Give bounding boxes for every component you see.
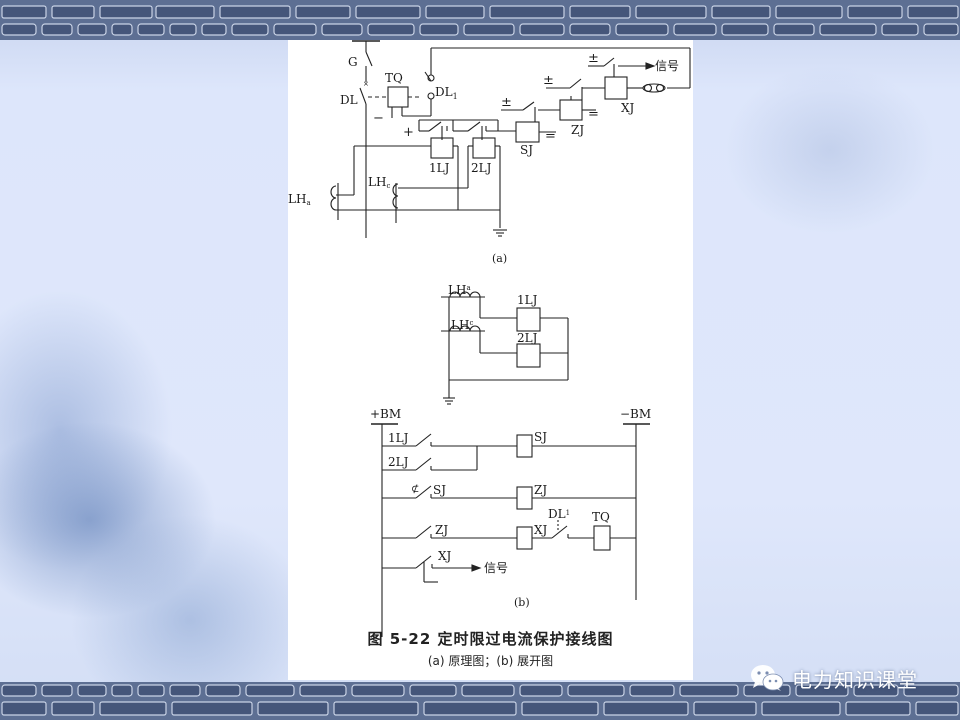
brick-border-top xyxy=(0,0,960,40)
watermark-text: 电力知识课堂 xyxy=(792,667,918,692)
label-rung2-zj: ZJ xyxy=(534,483,547,497)
label-1lj: 1LJ xyxy=(429,161,450,175)
label-eq-sj: = xyxy=(545,129,556,144)
label-tq: TQ xyxy=(385,71,403,85)
label-rung4-signal: 信号 xyxy=(484,561,508,575)
sublabel-a: (a) xyxy=(492,252,507,265)
sublabel-b: (b) xyxy=(514,596,530,609)
label-zj: ZJ xyxy=(571,123,584,137)
label-rung1-1lj: 1LJ xyxy=(388,431,409,445)
label-b-1lj: 1LJ xyxy=(517,293,538,307)
circuit-diagram: × xyxy=(288,40,691,637)
label-dl: DL xyxy=(340,93,358,107)
label-rung1-sj: SJ xyxy=(534,430,547,444)
label-rung3-tq: TQ xyxy=(592,510,610,524)
figure-panel: × xyxy=(288,40,693,680)
label-signal-a: 信号 xyxy=(655,59,679,73)
label-lha: LHa xyxy=(288,192,311,207)
label-rung3-zj: ZJ xyxy=(435,523,448,537)
figure-caption-subtitle: (a) 原理图；(b) 展开图 xyxy=(427,654,554,668)
watermark: 电力知识课堂 xyxy=(750,660,918,696)
label-rung1-2lj: 2LJ xyxy=(388,455,409,469)
label-rung3-dl1: DL1 xyxy=(548,507,570,521)
label-rung3-xj: XJ xyxy=(534,523,548,537)
label-minus-bm: −BM xyxy=(620,407,651,421)
label-rung4-xj: XJ xyxy=(438,549,452,563)
brick-border-bottom xyxy=(0,682,960,720)
time-delay-icon: ⊄ xyxy=(411,484,419,495)
label-plus-lj: + xyxy=(403,125,414,140)
wechat-icon xyxy=(750,664,784,692)
label-lhc: LHc xyxy=(368,175,390,190)
label-sj: SJ xyxy=(520,143,533,157)
label-pm-zj: ± xyxy=(543,73,554,88)
label-2lj: 2LJ xyxy=(471,161,492,175)
label-g: G xyxy=(348,55,358,69)
label-b-lhc: LHc xyxy=(451,318,473,332)
label-pm-sj: ± xyxy=(501,95,512,110)
label-b-2lj: 2LJ xyxy=(517,331,538,345)
label-eq-zj: = xyxy=(588,107,599,122)
figure-caption-title: 图 5-22 定时限过电流保护接线图 xyxy=(367,630,614,648)
label-plus-bm: +BM xyxy=(370,407,401,421)
svg-text:×: × xyxy=(363,80,369,88)
label-xj: XJ xyxy=(621,101,635,115)
label-dl1: DL1 xyxy=(435,85,458,101)
label-b-lha: LHa xyxy=(448,283,471,297)
label-rung2-sj: SJ xyxy=(433,483,446,497)
label-minus-tq: − xyxy=(373,111,384,126)
label-pm-xj: ± xyxy=(588,51,599,66)
